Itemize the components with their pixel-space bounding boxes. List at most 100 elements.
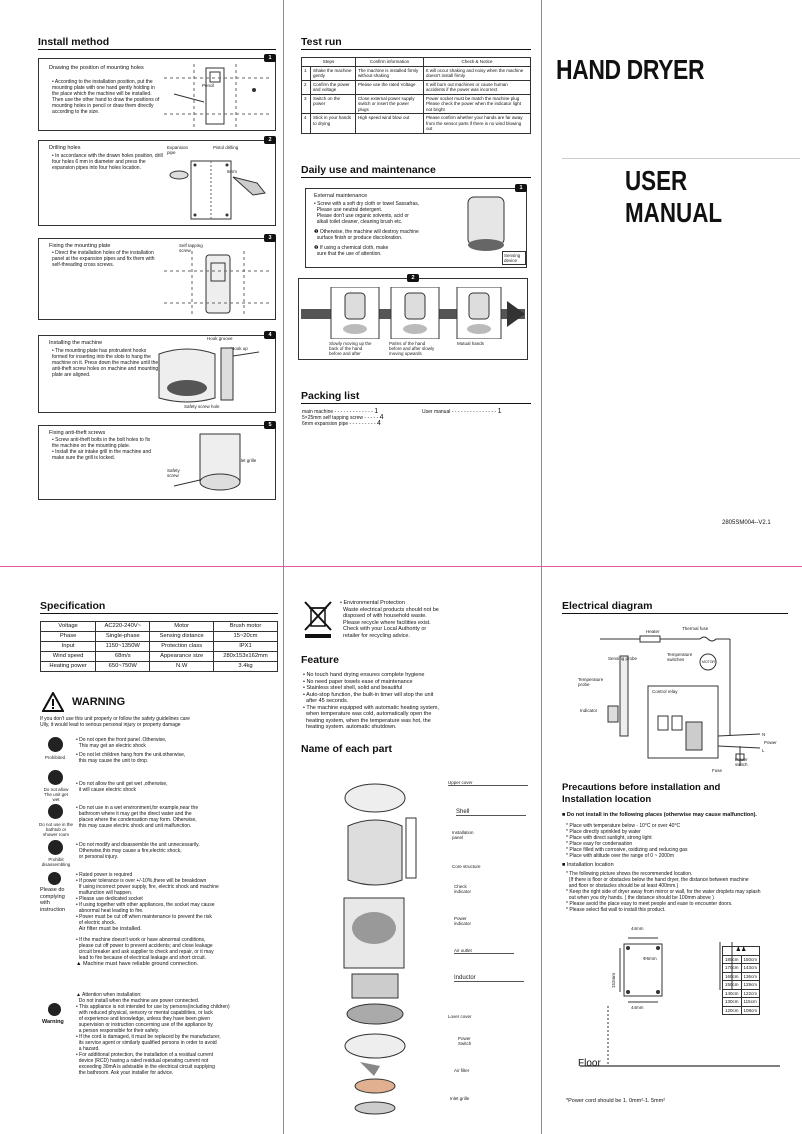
warning-line: abnormal heat leading to fire. xyxy=(76,908,144,914)
warning-block: • Do not modify and disassemble the unit… xyxy=(76,842,286,860)
label-temperature-switches: Temperature switches xyxy=(667,652,693,662)
dim-hole: Φ6mm xyxy=(643,956,657,961)
section-title: Test run xyxy=(301,36,531,50)
table-cell: 280x153x162mm xyxy=(212,651,279,662)
table-cell: Close external power supply switch or in… xyxy=(355,93,424,114)
warning-triangle-icon xyxy=(42,692,64,712)
warning-line: of electric shock. xyxy=(76,920,117,926)
caption: Palms of the hand before and after slowl… xyxy=(389,341,435,356)
no-water-icon xyxy=(48,770,63,785)
hand-dryer-illustration xyxy=(467,196,505,251)
section-title: Feature xyxy=(301,654,339,666)
list-item: 6mm expansion pipe - - - - - - - - - 4 xyxy=(302,420,412,427)
table-cell: Stick in your hands to drying xyxy=(310,113,356,134)
table-cell: 180cm xyxy=(722,954,742,964)
warning-block: ▲ Attention when installation: Do not in… xyxy=(76,992,286,1076)
warning-line: • If using together with other appliance… xyxy=(76,902,215,908)
maintenance-line: surface finish or produce discoloration. xyxy=(314,235,403,241)
maintenance-line: ❷ If using a chemical cloth, make xyxy=(314,245,389,251)
recycle-bin-crossed-icon xyxy=(304,601,332,638)
warning-line: • Do not use in a wet environment,for ex… xyxy=(76,805,199,811)
warning-line: it will cause electric shock xyxy=(76,787,137,793)
table-cell: Motor xyxy=(149,621,214,632)
table-cell: 2 xyxy=(301,79,311,95)
section-title: Name of each part xyxy=(301,743,393,755)
label-power-switch: Power switch xyxy=(735,757,748,767)
warning-line: a person responsible for their safety. xyxy=(76,1028,160,1034)
list-item: * Keep the right side of dryer away from… xyxy=(566,889,761,895)
step-number: 5 xyxy=(264,421,276,429)
prohibited-icon xyxy=(48,737,63,752)
step-heading: Drawing the position of mounting holes xyxy=(49,65,144,71)
electrical-diagram xyxy=(600,635,761,766)
floor-label: Floor xyxy=(578,1058,601,1069)
dim-top: 44mm xyxy=(631,926,644,931)
table-cell: 1 xyxy=(301,65,311,81)
list-item: * Place easy for condensation xyxy=(566,841,633,847)
label-hook-groove: Hook groove xyxy=(207,336,233,341)
part-label: Upper cover xyxy=(448,780,528,786)
warning-line: • If the cord is damaged, it must be rep… xyxy=(76,1034,221,1040)
step-text: • Direct the installation holes of the i… xyxy=(52,250,155,268)
table-cell: IPX1 xyxy=(212,641,279,652)
warning-line: • If the machine doesn't work or have ab… xyxy=(76,936,206,943)
table-cell: 15~20cm xyxy=(212,631,279,642)
warning-line: the bathroom. Ask your installer for adv… xyxy=(76,1070,174,1076)
icon-caption: Do not use in the bathtub or shower room xyxy=(38,822,74,837)
item-qty: 1 xyxy=(374,408,379,415)
table-cell: Please confirm whether your hands are fa… xyxy=(423,113,531,134)
table-cell: Confirm the power and voltage xyxy=(310,79,356,95)
step-text: • According to the installation position… xyxy=(52,79,160,115)
label-thermal-fuse: Thermal fuse xyxy=(682,626,709,631)
list-item: and floor or obstacles should be at leas… xyxy=(566,883,679,889)
warning-line: supervision or instruction concerning us… xyxy=(76,1022,213,1028)
list-item: User manual - - - - - - - - - - - - - - … xyxy=(422,408,532,415)
warning-block: • Rated power is required • If power tol… xyxy=(76,872,286,967)
table-row: 1 Shake the machine gently The machine i… xyxy=(301,65,531,81)
warning-line: please cut off power to prevent accident… xyxy=(76,942,213,949)
table-cell: Shake the machine gently xyxy=(310,65,356,81)
warning-line: this may cause electric shock and unit m… xyxy=(76,823,192,829)
warning-line: • Power must be cut off when maintenance… xyxy=(76,914,212,920)
table-cell: Single-phase xyxy=(95,631,151,642)
installation-location-heading: ■ Installation location xyxy=(562,862,614,868)
table-cell: 108cm xyxy=(740,1005,761,1015)
label-sensing-device: Sensing device xyxy=(502,251,526,265)
label-safety-screw: Safety screw xyxy=(167,468,180,478)
fold-line xyxy=(541,0,542,1134)
warning-line: • Do not allow the unit get wet ,otherwi… xyxy=(76,781,168,787)
warning-line: with reduced physical, sensory or mental… xyxy=(76,1010,213,1016)
feature-line: • Stainless steel shell, solid and beaut… xyxy=(303,685,403,691)
feature-line: • No need paper towels ease of maintenan… xyxy=(303,678,413,685)
section-title: Install method xyxy=(38,36,276,50)
table-cell: 68m/s xyxy=(95,651,151,662)
warning-line: device (RCD) having a rated residual ope… xyxy=(76,1058,209,1064)
spec-header: Specification xyxy=(40,600,278,620)
warning-line: malfunction will happen. xyxy=(76,890,133,896)
step-heading: Installing the machine xyxy=(49,340,103,346)
warning-line: • Do not modify and disassemble the unit… xyxy=(76,842,200,848)
part-label: Check indicator xyxy=(454,884,472,894)
table-cell: The machine is installed firmly without … xyxy=(355,65,424,81)
step-number: 3 xyxy=(264,234,276,242)
maintenance-line: Please don't use organic solvents, acid … xyxy=(314,213,409,219)
warning-icon xyxy=(48,1003,61,1016)
parts-header: Name of each part xyxy=(301,743,531,763)
precautions-title: Precautions before installation and Inst… xyxy=(562,782,720,806)
feature-line: after 45 seconds. xyxy=(303,698,349,704)
list-item: * Place with altitude over the range of … xyxy=(566,853,674,859)
warning-block: • Do not allow the unit get wet ,otherwi… xyxy=(76,781,286,793)
feature-line: heating system. automatic shutdown. xyxy=(303,724,397,730)
installation-location-list: * The following picture shows the recomm… xyxy=(566,871,798,913)
warning-block: • Do not use in a wet environment,for ex… xyxy=(76,805,286,829)
item-name: 6mm expansion pipe - - - - - - - - - xyxy=(302,421,376,427)
warning-line: exceeding 30mA is advisable in the elect… xyxy=(76,1064,215,1070)
list-item: * Place filled with corrosive, oxidizing… xyxy=(566,847,688,853)
precautions-heading: ■ Do not install in the following places… xyxy=(562,812,757,818)
table-header-row: ♟♟ xyxy=(721,946,761,956)
item-name: User manual - - - - - - - - - - - - - - … xyxy=(422,409,497,415)
warning-line: Air filter must be installed. xyxy=(76,926,142,932)
section-title: Daily use and maintenance xyxy=(301,164,531,178)
part-label: Inlet grille xyxy=(450,1096,470,1101)
